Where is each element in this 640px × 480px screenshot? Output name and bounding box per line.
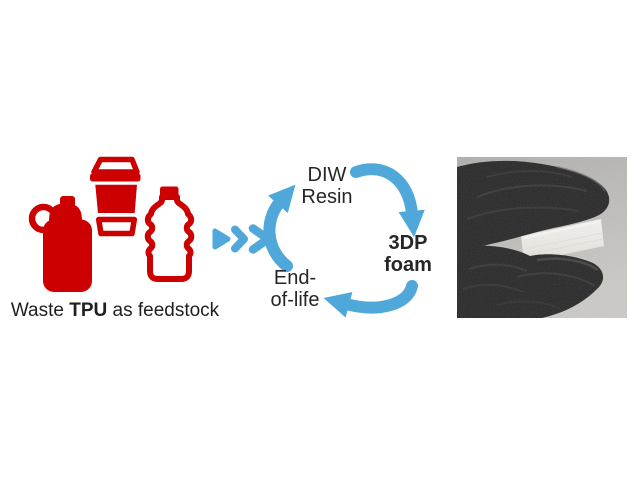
plastic-bottle-icon — [144, 186, 195, 282]
cycle-label-end-of-life: End- of-life — [251, 267, 339, 311]
cycle-label-diw-line2: Resin — [301, 186, 353, 208]
caption: Waste TPU as feedstock — [8, 299, 222, 323]
cycle-label-eol-line1: End- — [273, 267, 317, 289]
waste-icons-group — [28, 156, 195, 292]
arrow-foam-to-endoflife-icon — [323, 280, 418, 318]
cycle-label-foam-line1: 3DP — [388, 232, 428, 254]
coffee-cup-icon — [90, 156, 141, 237]
gloved-hand-foam-photo — [457, 157, 627, 318]
triple-chevron-arrow-icon — [212, 224, 273, 254]
cycle-label-foam-line2: foam — [384, 254, 432, 276]
photo-grain-overlay — [457, 157, 627, 318]
cycle-label-eol-line2: of-life — [270, 289, 320, 311]
carabiner-water-bottle-icon — [28, 196, 92, 292]
caption-suffix: as feedstock — [107, 300, 220, 321]
cycle-label-diw-line1: DIW — [307, 164, 347, 186]
cycle-label-diw-resin: DIW Resin — [281, 164, 373, 208]
caption-material: TPU — [69, 300, 108, 321]
caption-prefix: Waste — [10, 300, 70, 321]
arrow-endoflife-to-resin-icon — [263, 184, 296, 272]
arrow-resin-to-foam-icon — [350, 163, 425, 238]
cycle-label-3dp-foam: 3DP foam — [370, 232, 446, 276]
recycle-cycle-arrows — [212, 163, 425, 318]
